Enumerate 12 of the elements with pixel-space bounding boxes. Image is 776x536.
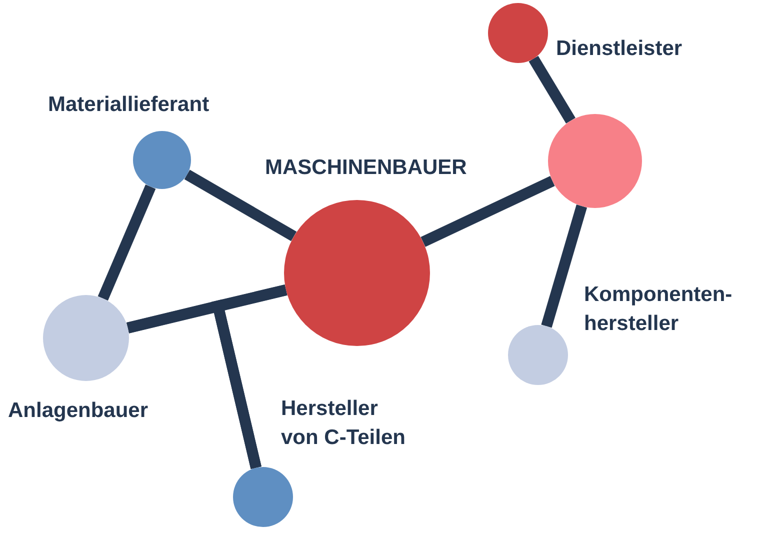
node-label: Materiallieferant [48, 92, 210, 118]
node-label: Hersteller von C-Teilen [281, 396, 406, 451]
node-label: Anlagenbauer [8, 398, 150, 424]
connector-line [420, 176, 555, 247]
connector-line [126, 299, 262, 470]
node-label: Dienstleister [556, 36, 684, 62]
connector-line [98, 184, 156, 301]
connector-line [541, 204, 588, 328]
connector-line [184, 170, 297, 242]
node-label: Komponenten- hersteller [584, 282, 734, 337]
connector-line [528, 56, 576, 124]
node-label: MASCHINENBAUER [265, 155, 468, 181]
